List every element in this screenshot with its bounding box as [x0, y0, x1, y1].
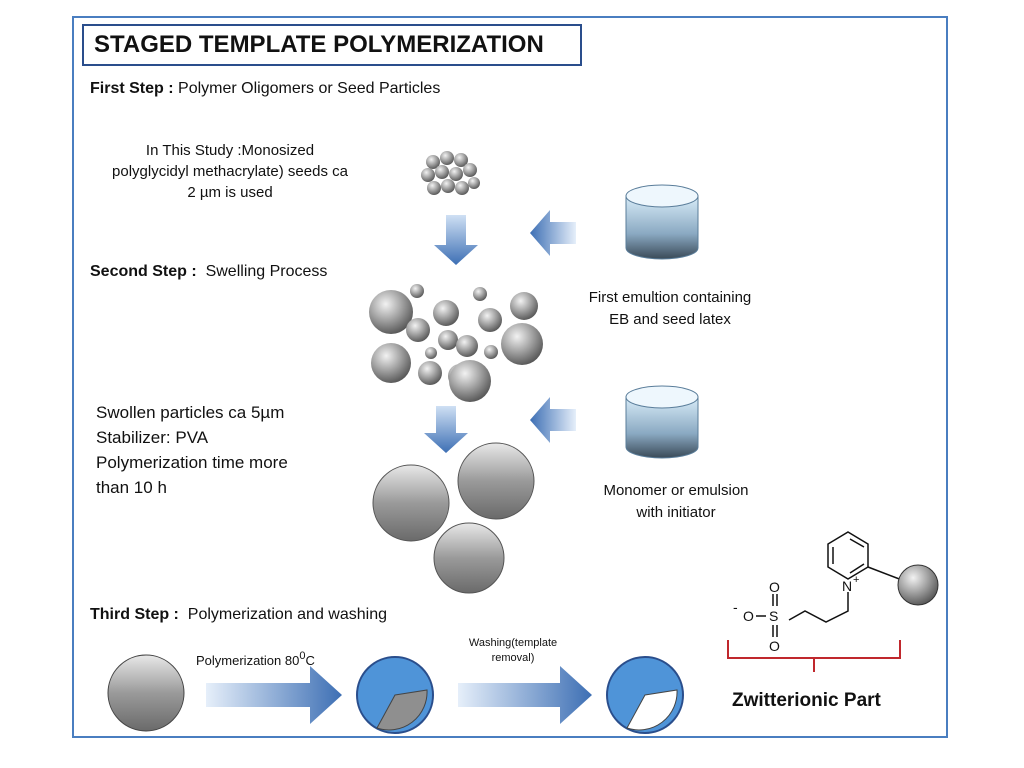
first-step-text: Polymer Oligomers or Seed Particles	[178, 80, 441, 97]
oxygen-bottom: O	[769, 638, 780, 654]
second-step-text: Swelling Process	[205, 263, 328, 280]
oxygen-top: O	[769, 579, 780, 595]
template-particle	[107, 654, 185, 732]
second-step-heading: Second Step : Swelling Process	[90, 261, 327, 283]
third-step-text: Polymerization and washing	[187, 606, 387, 623]
first-emulsion-line: EB and seed latex	[609, 311, 731, 328]
first-step-label: First Step :	[90, 80, 174, 97]
washing-line: Washing(template	[468, 637, 558, 649]
condition-line: than 10 h	[96, 478, 167, 497]
left-arrow	[530, 210, 576, 256]
positive-charge: +	[853, 574, 859, 586]
condition-line: Stabilizer: PVA	[96, 428, 209, 447]
down-arrow	[424, 406, 468, 453]
study-note-line: In This Study :Monosized	[145, 142, 315, 159]
washing-line: removal)	[491, 652, 535, 664]
down-arrow	[434, 215, 478, 265]
oxygen-left: O	[743, 608, 754, 624]
polymerization-text: Polymerization 80	[196, 653, 300, 668]
condition-line: Swollen particles ca 5µm	[96, 403, 285, 422]
right-arrow	[458, 666, 592, 724]
second-step-label: Second Step :	[90, 263, 197, 280]
nitrogen-atom: N	[842, 578, 852, 594]
third-step-label: Third Step :	[90, 606, 179, 623]
monomer-note-line: Monomer or emulsion	[603, 482, 749, 499]
zwitterionic-caption: Zwitterionic Part	[732, 690, 881, 711]
first-step-heading: First Step : Polymer Oligomers or Seed P…	[90, 78, 440, 100]
swelling-conditions: Swollen particles ca 5µm Stabilizer: PVA…	[96, 400, 288, 500]
zwitterionic-structure	[727, 531, 903, 672]
swollen-particles	[372, 442, 535, 594]
sulfur-atom: S	[769, 608, 778, 624]
monomer-container	[625, 385, 699, 459]
monomer-note-line: with initiator	[636, 504, 716, 521]
seed-particle-cluster	[421, 151, 480, 195]
emulsion-container	[625, 184, 699, 260]
study-note-line: 2 µm is used	[187, 184, 273, 201]
page-title: STAGED TEMPLATE POLYMERIZATION	[82, 24, 582, 66]
figure-frame	[72, 16, 948, 738]
right-arrow	[206, 666, 342, 724]
condition-line: Polymerization time more	[96, 453, 288, 472]
degree-unit: C	[305, 653, 315, 668]
monomer-note: Monomer or emulsion with initiator	[556, 480, 796, 524]
first-emulsion-note: First emultion containing EB and seed la…	[550, 287, 790, 331]
structure-atoms: N + S O O O -	[733, 574, 859, 654]
first-emulsion-line: First emultion containing	[588, 289, 752, 306]
negative-charge: -	[733, 599, 738, 615]
particle-anchor-sphere	[897, 564, 939, 606]
left-arrow	[530, 397, 576, 443]
washing-label: Washing(template removal)	[448, 636, 578, 666]
study-note-line: polyglycidyl methacrylate) seeds ca	[112, 163, 348, 180]
study-note: In This Study :Monosized polyglycidyl me…	[80, 140, 380, 203]
polymerized-particle	[356, 656, 434, 734]
swelling-particles	[369, 284, 543, 402]
degree-mark: 0	[299, 650, 306, 662]
third-step-heading: Third Step : Polymerization and washing	[90, 604, 387, 626]
washed-particle	[606, 656, 684, 734]
polymerization-label: Polymerization 800C	[196, 645, 315, 672]
